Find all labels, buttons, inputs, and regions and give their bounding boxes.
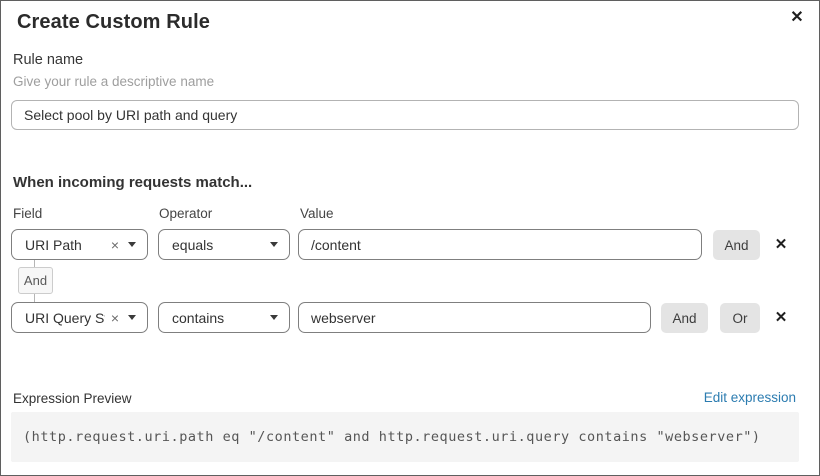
expression-preview-label: Expression Preview (13, 391, 132, 406)
add-and-condition-button-row2[interactable]: And (661, 303, 708, 333)
field-select-row1-value: URI Path (25, 236, 82, 253)
operator-select-row1[interactable]: equals (158, 229, 290, 260)
delete-row2-icon[interactable]: ✕ (770, 306, 792, 330)
operator-select-row1-value: equals (172, 236, 214, 253)
match-heading: When incoming requests match... (13, 174, 253, 191)
field-select-row1[interactable]: URI Path × (11, 229, 148, 260)
and-connector-chip: And (18, 267, 53, 294)
clear-selection-icon[interactable]: × (110, 309, 119, 326)
delete-row1-icon[interactable]: ✕ (770, 233, 792, 257)
value-input-row1[interactable] (298, 229, 702, 260)
rule-name-label: Rule name (13, 52, 84, 68)
expression-code: (http.request.uri.path eq "/content" and… (23, 429, 761, 445)
field-column-label: Field (13, 206, 43, 221)
chevron-down-icon (270, 315, 278, 320)
close-icon[interactable]: ✕ (785, 6, 809, 30)
chevron-down-icon (128, 242, 136, 247)
operator-select-row2-value: contains (172, 309, 225, 326)
chevron-down-icon (270, 242, 278, 247)
operator-select-row2[interactable]: contains (158, 302, 290, 333)
value-column-label: Value (300, 206, 334, 221)
add-and-condition-button-row1[interactable]: And (713, 230, 760, 260)
connector-line-bottom (34, 294, 35, 302)
operator-column-label: Operator (159, 206, 213, 221)
field-select-row2[interactable]: URI Query St... × (11, 302, 148, 333)
value-input-row2[interactable] (298, 302, 651, 333)
expression-preview-box: (http.request.uri.path eq "/content" and… (11, 412, 799, 462)
dialog-title: Create Custom Rule (17, 11, 210, 33)
edit-expression-link[interactable]: Edit expression (703, 390, 796, 405)
rule-name-input[interactable] (11, 100, 799, 130)
field-select-row2-value: URI Query St... (25, 309, 105, 326)
clear-selection-icon[interactable]: × (110, 236, 119, 253)
chevron-down-icon (128, 315, 136, 320)
add-or-condition-button-row2[interactable]: Or (720, 303, 760, 333)
rule-name-helper: Give your rule a descriptive name (13, 74, 215, 89)
connector-line-top (34, 260, 35, 267)
